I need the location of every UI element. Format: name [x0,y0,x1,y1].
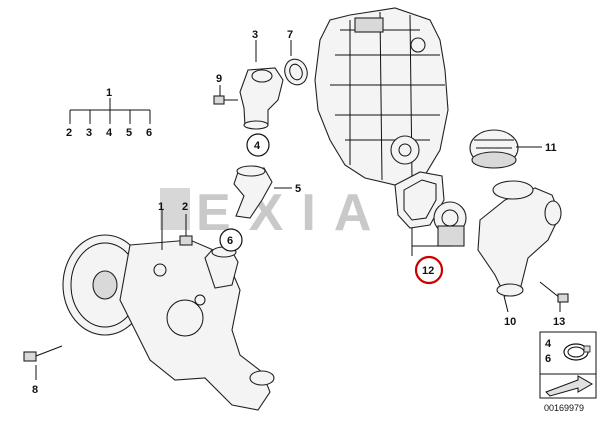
legend-label-4: 4 [545,338,552,350]
label-row-2: 2 [66,127,72,139]
label-row-4: 4 [106,127,113,139]
water-pump [62,234,275,411]
cap-11 [469,129,519,169]
watermark-block [160,188,190,230]
label-8: 8 [32,384,38,396]
thermostat-12 [433,201,467,247]
bolt-9 [213,95,238,105]
label-4-circled: 4 [254,140,261,152]
label-5: 5 [295,183,301,195]
label-row-3: 3 [86,127,92,139]
callout-circle-12 [414,255,444,285]
label-3: 3 [252,29,258,41]
label-11: 11 [545,142,557,154]
housing-10 [477,180,562,297]
leader-lines [35,40,561,380]
label-1-top: 1 [106,87,112,99]
diagram-number: 00169979 [544,403,584,413]
arrow-icon [545,375,594,397]
label-2-mid: 2 [182,201,188,213]
bolt-8 [23,345,63,362]
legend-label-6: 6 [545,353,551,365]
label-13: 13 [553,316,565,328]
hose-5 [233,165,273,219]
label-1-mid: 1 [158,201,164,213]
callout-circle-6 [219,228,243,252]
label-6-circled: 6 [227,235,233,247]
hose-clamp-icon [563,343,591,361]
index-tree [69,98,151,124]
spacer-2 [179,235,193,246]
label-12: 12 [422,265,434,277]
bolt-13 [539,281,569,303]
elbow-housing-3 [239,67,284,130]
label-row-6: 6 [146,127,152,139]
label-10: 10 [504,316,516,328]
engine-block [314,7,449,186]
label-7: 7 [287,29,293,41]
callout-circle-4 [246,133,270,157]
label-9: 9 [216,73,222,85]
gasket-7 [284,58,308,86]
legend-box: 4 6 [539,331,597,399]
label-row-5: 5 [126,127,132,139]
